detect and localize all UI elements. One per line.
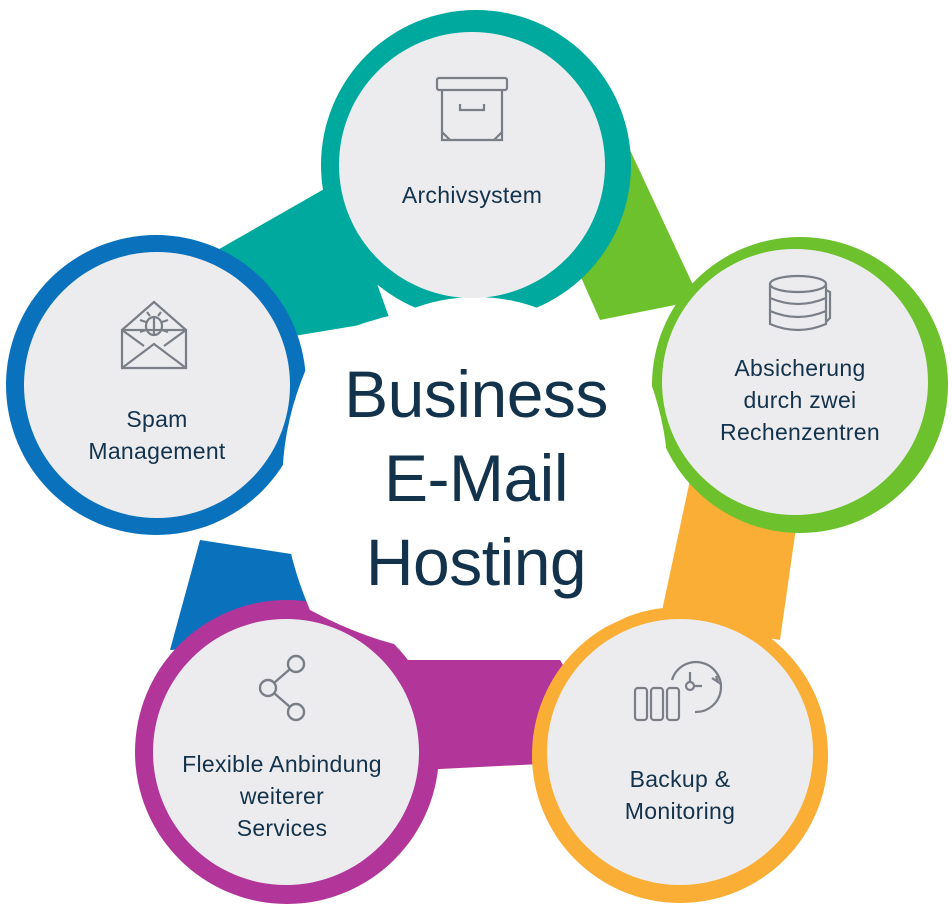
- node-redundancy: Absicherung durch zwei Rechenzentren: [668, 250, 932, 514]
- node-label-redundancy: Absicherung durch zwei Rechenzentren: [668, 352, 932, 448]
- node-archive: Archivsystem: [340, 33, 604, 297]
- disc-redundancy: [662, 249, 928, 515]
- archive-label-line-1: Archivsystem: [401, 182, 543, 208]
- backup-monitoring-icon: [633, 660, 723, 722]
- node-backup: Backup & Monitoring: [548, 620, 812, 884]
- node-label-spam: Spam Management: [25, 403, 289, 467]
- center-hole: [282, 297, 669, 655]
- node-label-integration: Flexible Anbindung weiterer Services: [150, 748, 414, 844]
- center-title-line-1: Business: [344, 357, 608, 431]
- disc-integration: [153, 619, 419, 885]
- disc-archive: [339, 32, 605, 298]
- integration-label-line-3: Services: [236, 815, 328, 841]
- node-label-backup: Backup & Monitoring: [548, 763, 812, 827]
- node-label-archive: Archivsystem: [340, 179, 604, 211]
- envelope-bug-icon: [120, 300, 188, 370]
- disc-spam: [24, 252, 290, 518]
- redundancy-label-line-3: Rechenzentren: [720, 419, 880, 445]
- center-title-line-3: Hosting: [365, 525, 587, 599]
- node-integration: Flexible Anbindung weiterer Services: [150, 620, 414, 884]
- disc-backup: [547, 619, 813, 885]
- spam-label-line-2: Management: [88, 438, 226, 464]
- center-title: Business E-Mail Hosting: [316, 352, 636, 604]
- node-discs: [24, 32, 928, 885]
- center-title-line-2: E-Mail: [383, 441, 569, 515]
- share-nodes-icon: [258, 654, 306, 722]
- spam-label-line-1: Spam: [126, 406, 188, 432]
- database-icon: [768, 274, 832, 332]
- integration-label-line-1: Flexible Anbindung: [182, 751, 382, 777]
- backup-label-line-2: Monitoring: [624, 798, 736, 824]
- redundancy-label-line-2: durch zwei: [743, 387, 857, 413]
- integration-label-line-2: weiterer: [239, 783, 325, 809]
- redundancy-label-line-1: Absicherung: [734, 355, 866, 381]
- archive-box-icon: [435, 76, 509, 142]
- node-spam: Spam Management: [25, 253, 289, 517]
- backup-label-line-1: Backup &: [629, 766, 731, 792]
